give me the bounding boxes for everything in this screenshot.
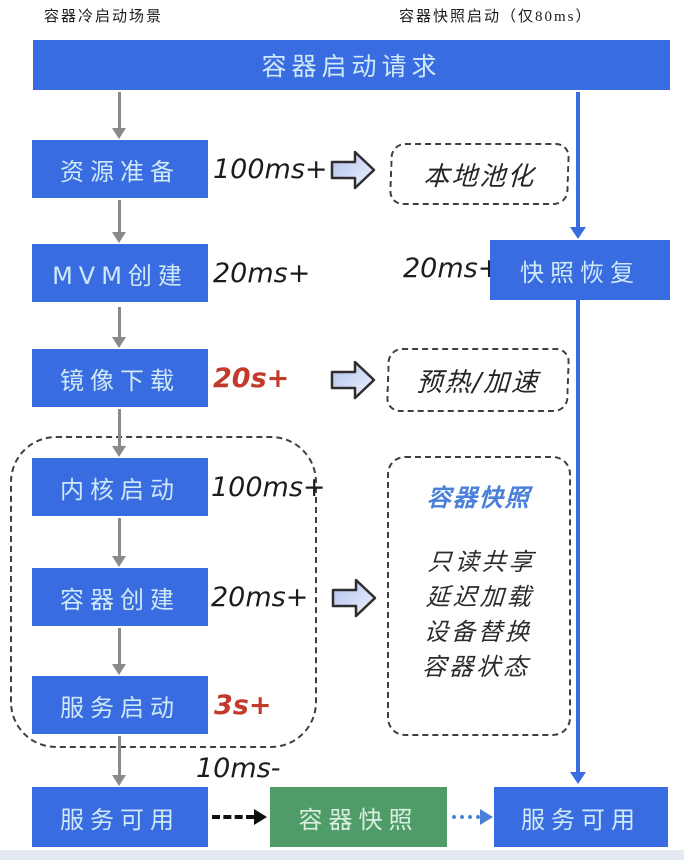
arrow-down-blue-line bbox=[576, 92, 580, 227]
panel-item-device-swap: 设备替换 bbox=[423, 618, 533, 646]
dashed-box-local-pool: 本地池化 bbox=[388, 143, 571, 205]
arrow-dashed-black-head bbox=[254, 809, 267, 825]
service-ready-left-box: 服务可用 bbox=[32, 787, 208, 847]
arrow-down-gray-head bbox=[112, 128, 126, 139]
panel-item-container-state: 容器状态 bbox=[421, 653, 532, 681]
block-arrow-right-icon bbox=[331, 578, 377, 618]
time-label-mvm-create: 20ms+ bbox=[213, 258, 311, 289]
guest-boot-group-outline bbox=[10, 436, 317, 748]
service-ready-right-box: 服务可用 bbox=[494, 787, 668, 847]
time-label-service-start: 3s+ bbox=[214, 690, 272, 721]
snapshot-panel-list: 只读共享 延迟加载 设备替换 容器状态 bbox=[385, 545, 572, 685]
time-label-kernel-boot: 100ms+ bbox=[211, 472, 326, 503]
arrow-down-gray-line bbox=[118, 736, 121, 775]
block-arrow-right-icon bbox=[330, 150, 376, 190]
container-start-request-bar: 容器启动请求 bbox=[33, 40, 670, 90]
step-box-kernel-boot: 内核启动 bbox=[32, 458, 208, 516]
block-arrow-right-icon bbox=[330, 360, 376, 400]
step-box-mvm-create: MVM创建 bbox=[32, 244, 208, 302]
arrow-down-blue-head bbox=[570, 227, 586, 239]
arrow-down-gray-line bbox=[118, 518, 121, 556]
arrow-down-gray-head bbox=[112, 232, 126, 243]
arrow-down-gray-line bbox=[118, 628, 121, 664]
arrow-dotted-blue-line bbox=[452, 815, 480, 819]
snapshot-panel-title: 容器快照 bbox=[426, 484, 532, 512]
arrow-down-gray-line bbox=[118, 409, 121, 446]
panel-item-lazy-load: 延迟加载 bbox=[425, 583, 535, 611]
arrow-down-gray-line bbox=[118, 92, 121, 128]
step-box-resource-prep: 资源准备 bbox=[32, 140, 208, 198]
time-label-container-create: 20ms+ bbox=[211, 582, 309, 613]
time-label-resource-prep: 100ms+ bbox=[213, 154, 328, 185]
arrow-down-gray-line bbox=[118, 307, 121, 337]
arrow-down-gray-head bbox=[112, 337, 126, 348]
arrow-down-gray-line bbox=[118, 200, 121, 232]
cold-start-scenario-label: 容器冷启动场景 bbox=[44, 9, 164, 25]
arrow-down-gray-head bbox=[112, 664, 126, 675]
snapshot-green-box: 容器快照 bbox=[270, 787, 447, 847]
arrow-dotted-blue-head bbox=[480, 809, 493, 825]
panel-item-readonly-share: 只读共享 bbox=[427, 548, 537, 576]
step-box-service-start: 服务启动 bbox=[32, 676, 208, 734]
snapshot-restore-box: 快照恢复 bbox=[490, 240, 670, 300]
snapshot-detail-panel: 容器快照 只读共享 延迟加载 设备替换 容器状态 bbox=[387, 456, 571, 736]
arrow-down-blue-head bbox=[570, 772, 586, 784]
dashed-box-preheat: 预热/加速 bbox=[385, 348, 571, 412]
arrow-dashed-black-line bbox=[212, 815, 254, 819]
time-label-image-download: 20s+ bbox=[213, 363, 290, 394]
arrow-down-gray-head bbox=[112, 446, 126, 457]
snapshot-start-label: 容器快照启动（仅80ms） bbox=[399, 9, 593, 25]
arrow-down-gray-head bbox=[112, 556, 126, 567]
step-box-image-download: 镜像下载 bbox=[32, 349, 208, 407]
time-label-transition: 10ms- bbox=[196, 753, 281, 784]
step-box-container-create: 容器创建 bbox=[32, 568, 208, 626]
footer-strip bbox=[0, 850, 684, 860]
arrow-down-gray-head bbox=[112, 775, 126, 786]
arrow-down-blue-line bbox=[576, 300, 580, 772]
time-label-snapshot-restore: 20ms+ bbox=[403, 253, 501, 284]
